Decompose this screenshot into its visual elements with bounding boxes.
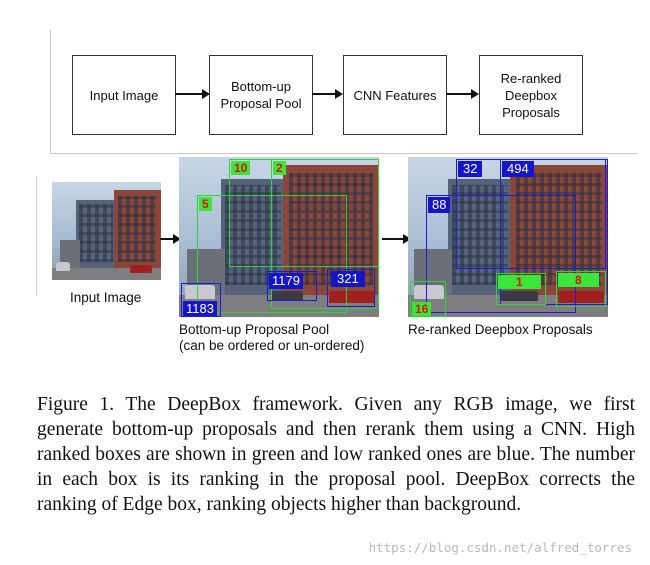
proposal-pool-photo: 10 2 5 1179 321 1183 — [179, 157, 379, 317]
flow-box-proposal-pool: Bottom-up Proposal Pool — [209, 55, 313, 135]
pool-box-rank-1179 — [267, 271, 317, 301]
flow-arrow-3 — [446, 89, 479, 99]
figure-caption: Figure 1. The DeepBox framework. Given a… — [37, 394, 635, 515]
reranked-box-rank-8 — [556, 271, 606, 307]
reranked-label-8: 8 — [558, 273, 599, 287]
reranked-photo: 32 494 88 1 8 16 — [408, 157, 608, 317]
pool-box-rank-2 — [271, 159, 379, 309]
reranked-label-494: 494 — [502, 161, 534, 177]
proposal-pool-caption: Bottom-up Proposal Pool (can be ordered … — [179, 322, 364, 354]
top-left-divider — [50, 30, 51, 153]
reranked-box-rank-494 — [500, 159, 608, 305]
reranked-box-rank-16 — [410, 281, 446, 317]
proposal-pool-caption-line1: Bottom-up Proposal Pool — [179, 322, 330, 337]
panel-arrow-2 — [382, 234, 411, 244]
pool-box-rank-5 — [197, 195, 347, 313]
flow-box-cnn-features: CNN Features — [343, 55, 447, 135]
input-image-caption: Input Image — [70, 290, 142, 305]
pool-box-rank-321 — [327, 269, 375, 307]
pool-label-5: 5 — [199, 197, 212, 211]
pool-box-rank-1183 — [181, 283, 221, 317]
flow-arrow-2 — [312, 89, 343, 99]
pool-label-2: 2 — [273, 161, 286, 175]
reranked-label-32: 32 — [458, 161, 483, 177]
reranked-caption: Re-ranked Deepbox Proposals — [408, 322, 593, 337]
left-photo-divider — [36, 176, 37, 296]
reranked-label-16: 16 — [412, 302, 432, 316]
panel-arrow-1 — [160, 234, 181, 244]
flow-box-input-image: Input Image — [72, 55, 176, 135]
pool-label-321: 321 — [331, 271, 365, 287]
reranked-box-rank-1 — [496, 273, 546, 305]
reranked-label-88: 88 — [428, 197, 451, 213]
pool-label-10: 10 — [231, 161, 251, 175]
flow-arrow-1 — [175, 89, 210, 99]
reranked-box-rank-88 — [426, 195, 576, 313]
flow-box-reranked-proposals: Re-ranked Deepbox Proposals — [479, 55, 583, 135]
watermark: https://blog.csdn.net/alfred_torres — [368, 540, 632, 555]
top-horizontal-divider — [50, 153, 638, 154]
pool-label-1179: 1179 — [269, 273, 303, 289]
input-photo — [52, 182, 161, 280]
proposal-pool-caption-line2: (can be ordered or un-ordered) — [179, 338, 365, 353]
pool-label-1183: 1183 — [183, 301, 217, 316]
reranked-label-1: 1 — [498, 275, 541, 289]
